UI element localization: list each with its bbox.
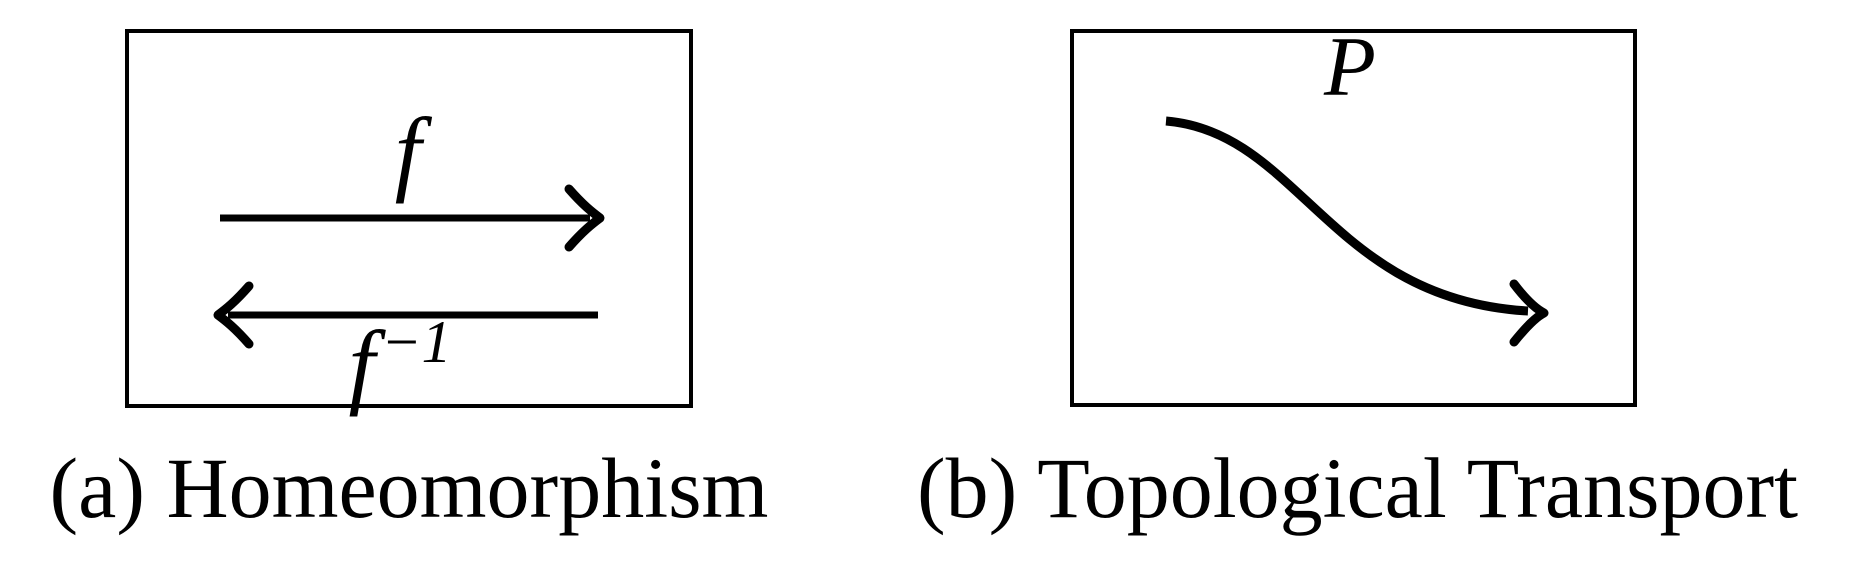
caption-a: (a) Homeomorphism: [49, 440, 769, 536]
path-label: P: [1324, 20, 1376, 114]
caption-b: (b) Topological Transport: [916, 440, 1799, 536]
figure-a-frame: [125, 29, 693, 408]
inverse-map-label: f−1: [349, 312, 452, 412]
forward-map-label: f: [394, 98, 422, 204]
inverse-map-label-base: f: [348, 311, 375, 417]
inverse-map-label-superscript: −1: [380, 309, 452, 375]
figure-b-frame: [1070, 29, 1637, 407]
